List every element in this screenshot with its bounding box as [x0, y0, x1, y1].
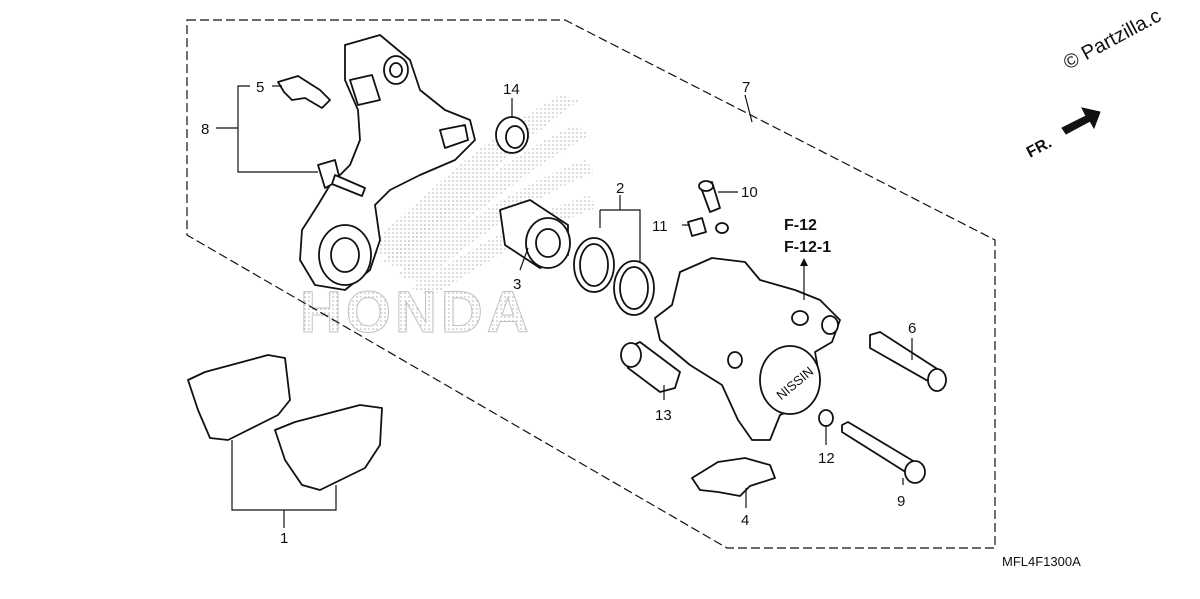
- callout-7: 7: [742, 79, 750, 96]
- brake-pads: [187, 354, 383, 491]
- bracket-bolt: [317, 159, 366, 197]
- callout-10: 10: [741, 184, 758, 201]
- assembly-outline: [186, 19, 996, 549]
- callout-11: 11: [652, 218, 668, 235]
- caliper-piston: [499, 199, 571, 269]
- callout-14: 14: [503, 81, 520, 98]
- callout-9: 9: [897, 493, 905, 510]
- slide-pin-upper: [869, 331, 947, 392]
- pad-spring-clip: [277, 75, 331, 109]
- callout-8: 8: [201, 121, 209, 138]
- piston-seals: [573, 237, 655, 316]
- callout-12: 12: [818, 450, 835, 467]
- leader-lines: [216, 85, 913, 528]
- pad-spring: [691, 457, 776, 497]
- callout-13: 13: [655, 407, 672, 424]
- callout-2: 2: [616, 180, 624, 197]
- pin-boot: [495, 116, 529, 154]
- caliper-bracket: [299, 34, 476, 291]
- bleeder-screw: [698, 180, 721, 213]
- callout-numbers: 1 2 3 4 5 6 7 8 9 10 11 12 13 14: [201, 79, 916, 547]
- caliper-pin-bolt: [620, 341, 681, 393]
- callout-3: 3: [513, 276, 521, 293]
- callout-4: 4: [741, 512, 749, 529]
- front-direction-arrow: FR.: [1024, 107, 1101, 162]
- callout-6: 6: [908, 320, 916, 337]
- callout-1: 1: [280, 530, 288, 547]
- ref-code-f12-1: F-12-1: [784, 239, 831, 256]
- bleeder-cap: [687, 217, 729, 237]
- slide-pin-lower: [841, 421, 926, 484]
- callout-5: 5: [256, 79, 264, 96]
- copyright-watermark: © Partzilla.c: [1060, 5, 1165, 75]
- washer: [818, 409, 834, 427]
- caliper-body: NISSIN: [654, 257, 841, 441]
- honda-logo-text: HONDA: [300, 280, 533, 345]
- diagram-code: MFL4F1300A: [1002, 554, 1081, 569]
- front-direction-label: FR.: [1024, 134, 1055, 161]
- ref-code-f12: F-12: [784, 217, 817, 234]
